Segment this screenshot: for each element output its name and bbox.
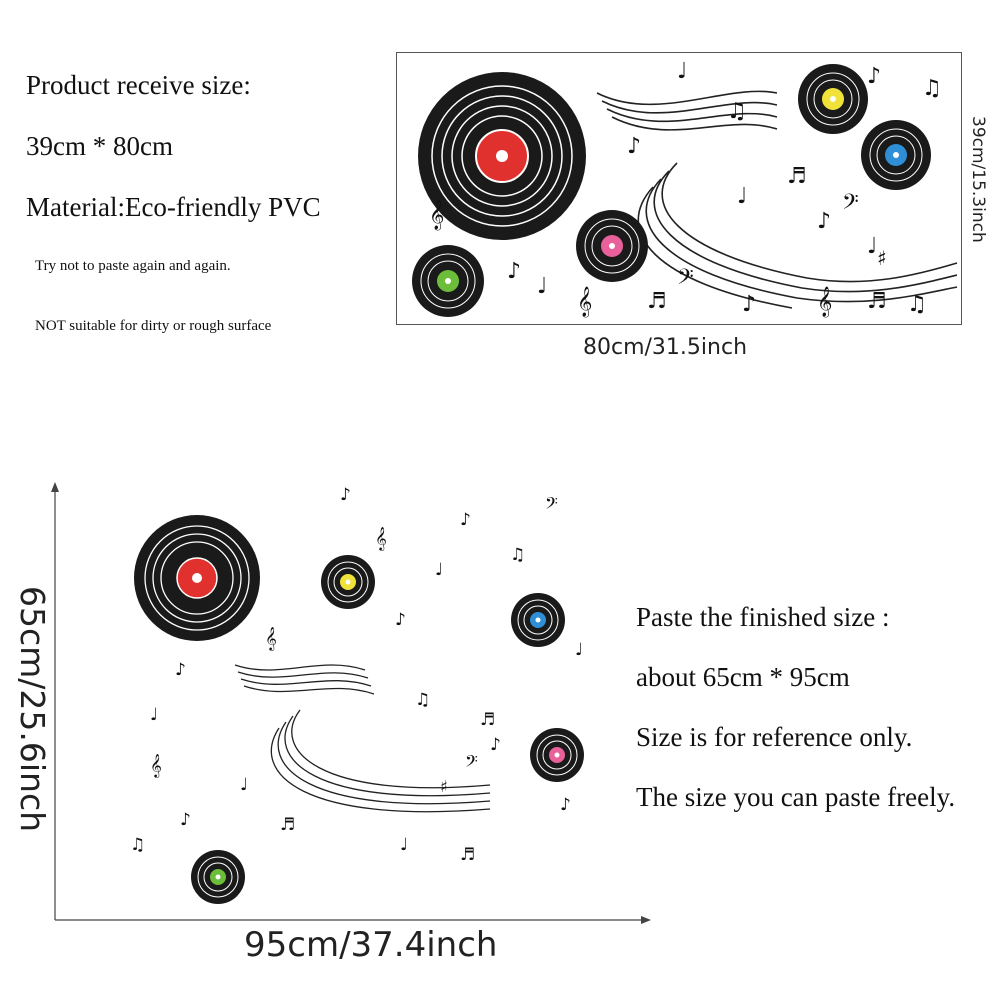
layout-height-label: 65cm/25.6inch [13,586,52,833]
vinyl-record-icon [321,555,375,609]
svg-text:♪: ♪ [867,64,881,89]
svg-text:𝄞: 𝄞 [577,286,592,318]
sheet-width-label: 80cm/31.5inch [583,335,748,360]
paste-size-label: Paste the finished size : [636,602,890,632]
svg-text:♫: ♫ [415,690,430,710]
svg-text:𝄞: 𝄞 [150,753,162,778]
svg-text:𝄞: 𝄞 [817,286,832,318]
note-repaste: Try not to paste again and again. [35,258,231,274]
svg-text:♩: ♩ [737,184,747,209]
svg-text:♪: ♪ [180,810,191,830]
svg-text:♬: ♬ [647,289,667,314]
svg-text:♬: ♬ [787,164,807,189]
svg-text:𝄢: 𝄢 [842,190,859,220]
svg-text:𝄞: 𝄞 [429,199,444,231]
paste-size-value: about 65cm * 95cm [636,662,850,692]
svg-text:♩: ♩ [400,835,408,855]
bass-clef-icon: 𝄢 𝄢 [465,493,558,775]
svg-text:♩: ♩ [537,274,547,299]
svg-text:♫: ♫ [130,835,145,855]
material-text: Material:Eco-friendly PVC [26,192,321,222]
vinyl-record-icon [511,593,565,647]
reference-note: Size is for reference only. [636,722,913,752]
svg-text:♪: ♪ [490,735,501,755]
sharp-icon: ♯ [877,246,887,270]
svg-text:♪: ♪ [817,209,831,234]
music-staff-swirl [234,664,491,813]
svg-text:♪: ♪ [560,795,571,815]
svg-text:♩: ♩ [677,59,687,84]
svg-text:♪: ♪ [507,259,521,284]
music-note-icon: ♪ ♩ ♫ ♬ ♩ ♪ ♫ ♪ ♩ ♬ ♪ ♬ ♫ ♪ ♩ [507,59,942,317]
svg-text:♪: ♪ [742,292,756,317]
svg-text:𝄞: 𝄞 [375,526,387,551]
vinyl-record-icon [530,728,584,782]
vinyl-record-icon [412,245,484,317]
svg-text:♪: ♪ [340,485,351,505]
vinyl-record-icon [191,850,245,904]
svg-text:♬: ♬ [480,710,495,730]
svg-text:𝄢: 𝄢 [465,751,478,775]
svg-text:𝄢: 𝄢 [677,265,694,295]
svg-text:♪: ♪ [175,660,186,680]
sharp-icon: ♯ [440,777,448,796]
svg-text:♪: ♪ [395,610,406,630]
svg-text:𝄢: 𝄢 [545,493,558,517]
receive-size-value: 39cm * 80cm [26,131,173,161]
paste-freely-note: The size you can paste freely. [636,782,956,812]
svg-text:♪: ♪ [460,510,471,530]
vinyl-record-icon [861,120,931,190]
music-note-icon: ♪ ♪ ♩ ♫ ♪ ♩ ♪ ♫ ♬ ♩ ♪ ♩ ♪ ♬ ♫ ♩ ♬ ♪ [130,485,583,865]
svg-text:♪: ♪ [627,134,641,159]
svg-text:♩: ♩ [240,775,248,795]
svg-text:♫: ♫ [922,76,942,101]
vinyl-record-icon [418,72,586,240]
sticker-sheet-artwork: ♪ ♩ ♫ ♬ ♩ ♪ ♫ ♪ ♩ ♬ ♪ ♬ ♫ ♪ ♩ 𝄞 𝄞 𝄞 𝄢 𝄢 … [412,59,958,318]
finished-layout-artwork: ♪ ♪ ♩ ♫ ♪ ♩ ♪ ♫ ♬ ♩ ♪ ♩ ♪ ♬ ♫ ♩ ♬ ♪ 𝄞 𝄞 … [130,485,584,904]
svg-text:𝄞: 𝄞 [265,626,277,651]
svg-text:♩: ♩ [435,560,443,580]
svg-text:♬: ♬ [280,815,295,835]
vinyl-record-icon [798,64,868,134]
vinyl-record-icon [134,515,260,641]
bass-clef-icon: 𝄢 𝄢 [677,190,859,295]
svg-text:♬: ♬ [867,289,887,314]
sticker-sheet-frame: ♪ ♩ ♫ ♬ ♩ ♪ ♫ ♪ ♩ ♬ ♪ ♬ ♫ ♪ ♩ 𝄞 𝄞 𝄞 𝄢 𝄢 … [396,52,962,325]
svg-text:♩: ♩ [867,234,877,259]
vinyl-record-icon [576,210,648,282]
svg-text:♬: ♬ [460,845,475,865]
svg-text:♯: ♯ [440,777,448,796]
music-staff-swirl [596,90,958,309]
layout-width-label: 95cm/37.4inch [244,925,498,965]
svg-text:♩: ♩ [150,705,158,725]
treble-clef-icon: 𝄞 𝄞 𝄞 [429,199,832,318]
svg-text:♩: ♩ [575,640,583,660]
note-surface: NOT suitable for dirty or rough surface [35,318,272,334]
treble-clef-icon: 𝄞 𝄞 𝄞 [150,526,387,778]
svg-text:♫: ♫ [727,99,747,124]
svg-text:♫: ♫ [907,292,927,317]
svg-text:♫: ♫ [510,545,525,565]
receive-size-label: Product receive size: [26,70,251,100]
svg-text:♯: ♯ [877,246,887,270]
